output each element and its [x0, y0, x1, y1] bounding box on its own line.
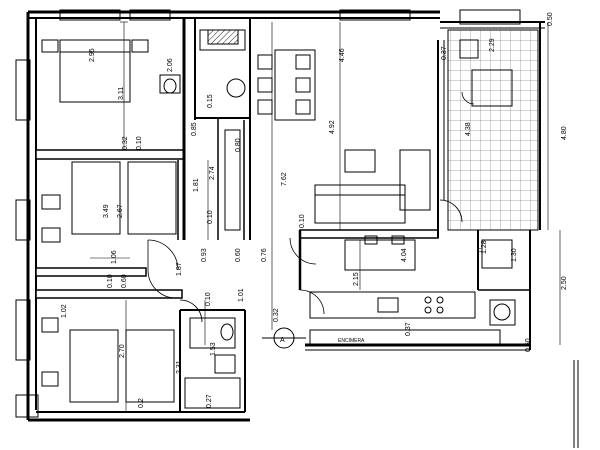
dim-1-53: 1.53: [210, 342, 217, 356]
furniture: [41, 29, 516, 409]
dim-1-81: 1.81: [193, 178, 200, 192]
dim-0-10-e: 0.10: [299, 214, 306, 228]
dim-bedroom1-width: 2.95: [89, 48, 96, 62]
dim-terrace-depth: 4.80: [561, 126, 568, 140]
dim-0-32-b: 0.32: [273, 308, 280, 322]
dim-1-06: 1.06: [111, 250, 118, 264]
dimension-labels: 2.95 3.11 2.06 0.15 0.85 0.32 0.10 1.81 …: [61, 12, 568, 408]
dim-bedroom2-height: 2.67: [117, 204, 124, 218]
dim-bedroom1-height: 3.11: [118, 87, 125, 100]
dim-1-87: 1.87: [176, 262, 183, 276]
dim-0-76: 0.76: [261, 248, 268, 262]
dim-0-10-a: 0.10: [136, 136, 143, 150]
doors: [147, 91, 475, 323]
dim-2-74: 2.74: [209, 166, 216, 180]
dim-1-28: 1.28: [481, 240, 488, 254]
dim-0-80: 0.80: [235, 138, 242, 152]
dim-0-10-b: 0.10: [207, 210, 214, 224]
dim-1-30: 1.30: [511, 248, 518, 262]
dim-0-85: 0.85: [191, 122, 198, 136]
section-marker-label: A: [280, 337, 285, 344]
dim-2-06: 2.06: [167, 58, 174, 72]
dim-0-37-b: 0.37: [405, 322, 412, 336]
terrace-floor: [447, 29, 539, 231]
dim-0-50-top: 0.50: [547, 12, 554, 26]
mark-c: C: [478, 248, 482, 254]
dim-0-10-d: 0.10: [205, 292, 212, 306]
dimension-lines: [48, 21, 579, 448]
dim-0-50-bottom: 0.50: [525, 338, 532, 352]
windows: [15, 9, 521, 418]
dim-0-27: 0.27: [206, 394, 213, 408]
dim-0-15: 0.15: [207, 94, 214, 108]
dim-4-46: 4.46: [339, 48, 346, 62]
dim-living-depth: 7.62: [281, 172, 288, 186]
dim-0-32: 0.32: [122, 136, 129, 150]
dim-1-02: 1.02: [61, 304, 68, 318]
dim-2-31: 2.31: [176, 360, 183, 374]
dim-4-38: 4.38: [465, 122, 472, 136]
dim-1-01: 1.01: [238, 288, 245, 302]
dim-kitchen-width: 4.04: [401, 248, 408, 262]
exterior-walls: [26, 10, 545, 422]
dim-terrace-width: 2.29: [489, 38, 496, 52]
dim-0-37: 0.37: [441, 46, 448, 60]
dim-bedroom3-height: 2.70: [119, 344, 126, 358]
dim-0-2: 0.2: [138, 398, 145, 408]
dim-kitchen-height: 2.15: [353, 272, 360, 286]
dim-4-92: 4.92: [329, 120, 336, 134]
dim-0-60-b: 0.60: [121, 274, 128, 288]
dim-0-93: 0.93: [201, 248, 208, 262]
dim-2-50: 2.50: [561, 276, 568, 290]
interior-walls: [35, 18, 530, 412]
counter-note: ENCIMERA: [338, 338, 365, 344]
dim-bedroom2-width: 3.49: [103, 204, 110, 218]
dim-0-10-c: 0.10: [107, 274, 114, 288]
dim-0-60-a: 0.60: [235, 248, 242, 262]
